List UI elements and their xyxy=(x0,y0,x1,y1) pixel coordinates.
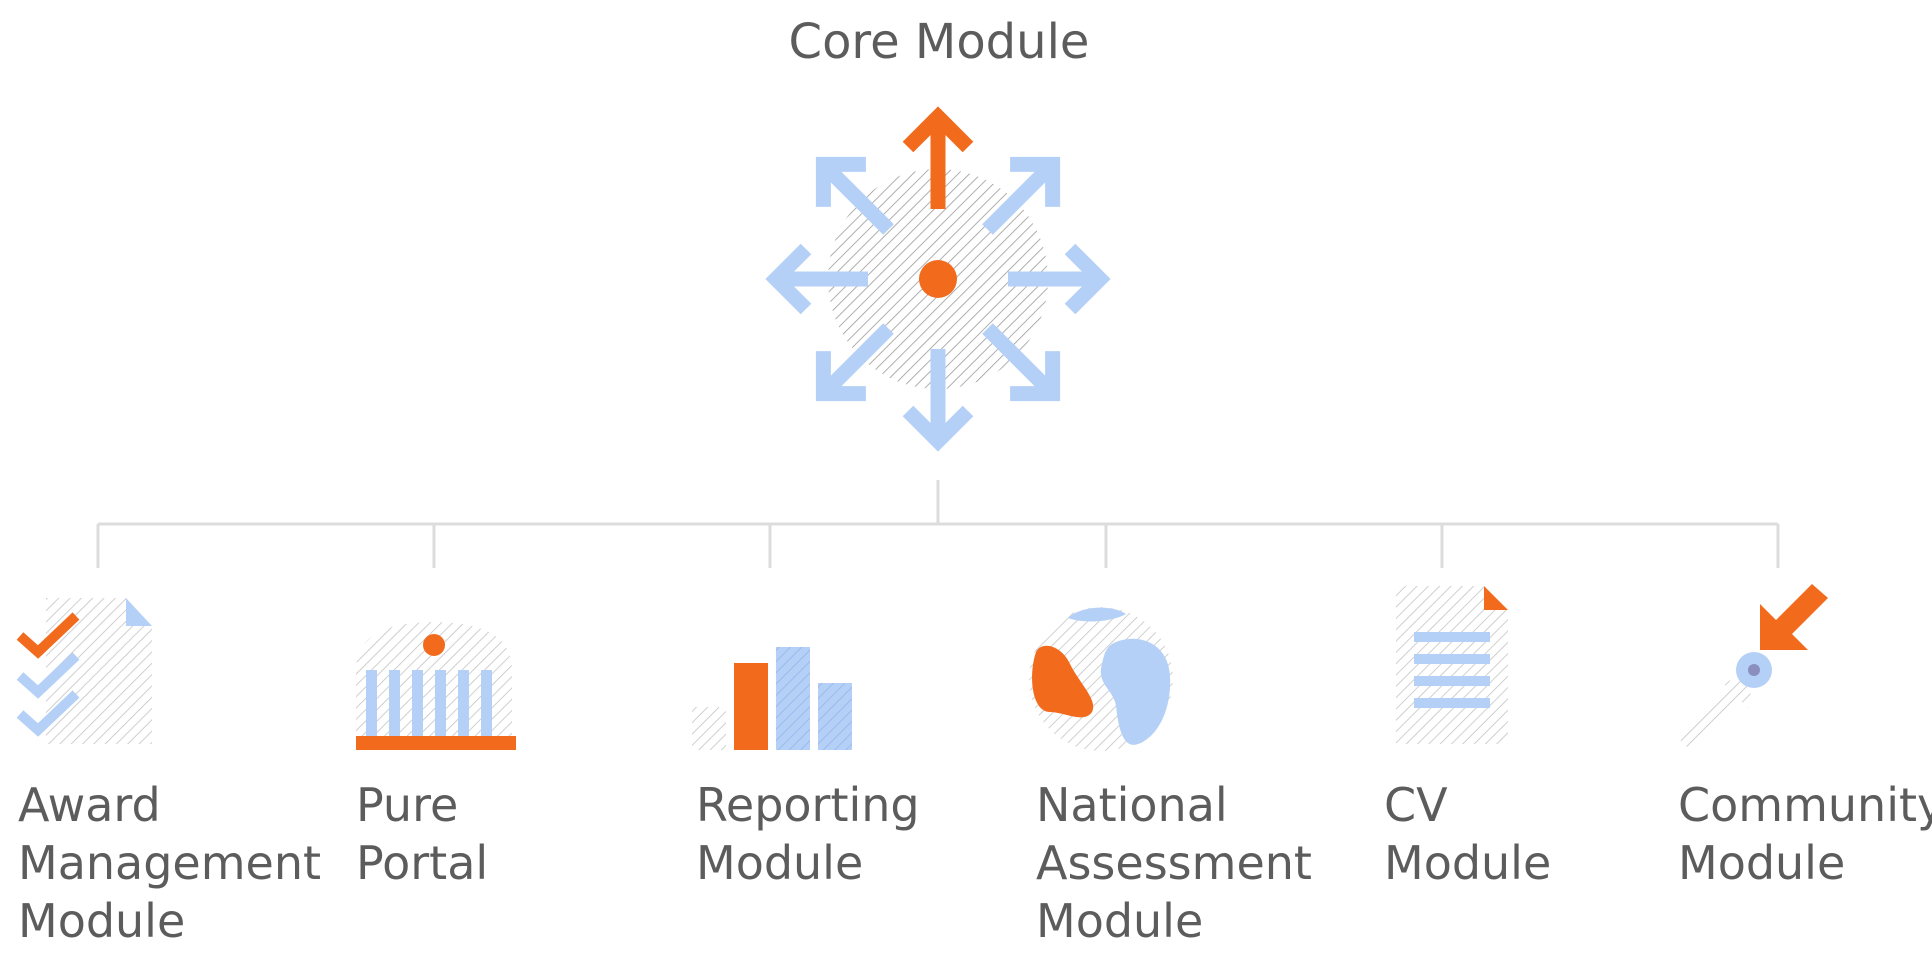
module-label-national: National Assessment Module xyxy=(1036,776,1312,950)
module-label-line: CV xyxy=(1384,778,1448,832)
module-label-line: Module xyxy=(18,894,186,948)
institution-building-icon xyxy=(356,622,516,750)
globe-icon xyxy=(1029,607,1173,751)
bar-2 xyxy=(734,663,768,750)
module-label-line: National xyxy=(1036,778,1228,832)
module-label-line: Assessment xyxy=(1036,836,1312,890)
module-label-line: Community xyxy=(1678,778,1932,832)
checklist-page xyxy=(46,598,152,744)
core-arrow-up-left xyxy=(815,156,894,235)
core-arrow-down-right xyxy=(982,323,1061,402)
globe-continent-blue xyxy=(1100,638,1171,745)
check-mark-blue-1 xyxy=(16,652,80,699)
building-dome-dot xyxy=(423,634,445,656)
module-label-award: Award Management Module xyxy=(18,776,321,950)
module-label-line: Management xyxy=(18,836,322,890)
core-center-dot xyxy=(919,260,957,298)
module-label-line: Reporting xyxy=(696,778,920,832)
core-arrow-up xyxy=(902,106,974,209)
converging-arrows-icon xyxy=(1680,584,1828,750)
column-2 xyxy=(389,670,400,736)
cv-text-line-1 xyxy=(1414,632,1490,642)
module-label-community: Community Module xyxy=(1678,776,1932,892)
globe-continent-blue-top xyxy=(1068,607,1126,622)
column-4 xyxy=(435,670,446,736)
check-mark-orange xyxy=(16,612,80,659)
column-1 xyxy=(366,670,377,736)
check-mark-blue-2 xyxy=(16,690,80,737)
core-module-title: Core Module xyxy=(788,14,1090,70)
cv-document-icon xyxy=(1396,586,1508,744)
column-3 xyxy=(412,670,423,736)
globe-continent-orange xyxy=(1032,645,1094,718)
cv-text-line-3 xyxy=(1414,676,1490,686)
bar-3 xyxy=(776,647,810,750)
building-base xyxy=(356,736,516,750)
module-label-line: Module xyxy=(696,836,864,890)
bar-4 xyxy=(818,683,852,750)
module-label-line: Module xyxy=(1678,836,1846,890)
core-radiating-arrows-icon xyxy=(765,106,1111,452)
core-arrow-up-right xyxy=(982,156,1061,235)
core-arrow-left xyxy=(765,243,868,315)
core-arrows xyxy=(765,106,1111,452)
core-arrow-down-left xyxy=(815,323,894,402)
module-label-line: Module xyxy=(1036,894,1204,948)
community-node-center xyxy=(1748,664,1760,676)
community-arrow-gray xyxy=(1680,676,1754,750)
checklist-page-fold xyxy=(126,598,152,626)
cv-page-fold xyxy=(1484,586,1508,610)
module-label-portal: Pure Portal xyxy=(356,776,488,892)
bar-chart-icon xyxy=(692,647,852,750)
core-arrow-down xyxy=(902,349,974,452)
module-label-line: Module xyxy=(1384,836,1552,890)
community-arrow-orange xyxy=(1760,584,1828,650)
module-label-cv: CV Module xyxy=(1384,776,1551,892)
module-label-reporting: Reporting Module xyxy=(696,776,920,892)
core-arrow-right xyxy=(1008,243,1111,315)
module-label-line: Pure xyxy=(356,778,459,832)
cv-text-line-2 xyxy=(1414,654,1490,664)
column-6 xyxy=(481,670,492,736)
cv-text-line-4 xyxy=(1414,698,1490,708)
checklist-document-icon xyxy=(16,598,152,744)
module-label-line: Award xyxy=(18,778,161,832)
column-5 xyxy=(458,670,469,736)
module-label-line: Portal xyxy=(356,836,489,890)
bar-1 xyxy=(692,707,726,750)
connector-lines xyxy=(96,480,1780,568)
